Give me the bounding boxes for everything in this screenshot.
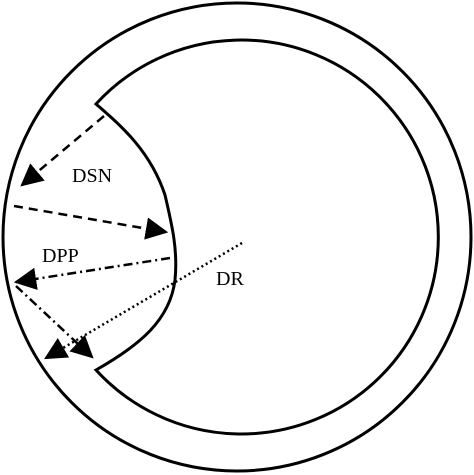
label-dsn: DSN [72, 165, 112, 187]
inner-boundary [93, 38, 440, 436]
dsn-arrow-upper [20, 115, 105, 187]
dsn-arrow-lower [13, 204, 169, 240]
dpp-arrow-horizontal [13, 256, 171, 290]
label-dpp: DPP [42, 245, 79, 267]
dpp-arrow-diagonal [15, 285, 94, 359]
label-dr: DR [216, 268, 244, 290]
